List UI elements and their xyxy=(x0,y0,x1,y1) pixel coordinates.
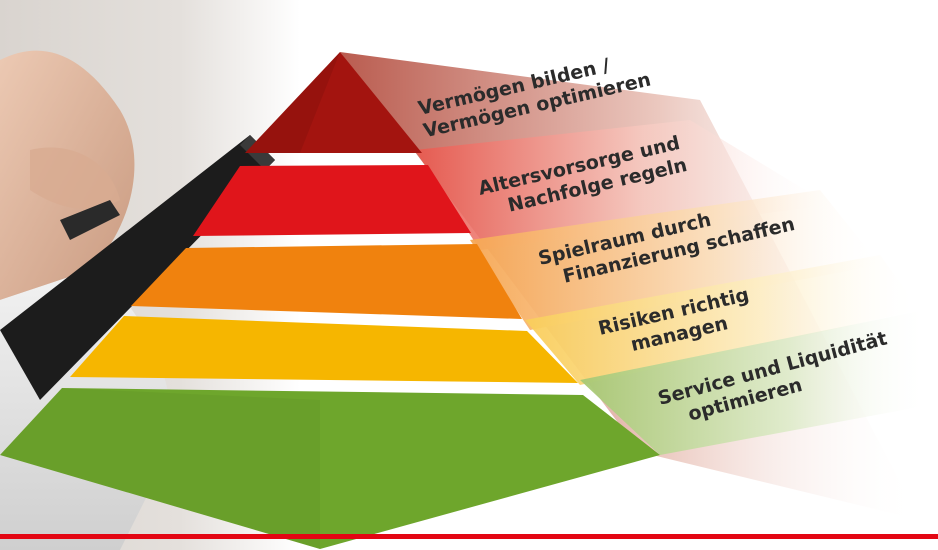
tablet-shape xyxy=(0,135,275,400)
pyramid-tier-5 xyxy=(0,388,660,549)
pyramid-tier-4 xyxy=(70,316,578,383)
bottom-red-rule xyxy=(0,534,938,539)
pyramid-tier-3 xyxy=(131,244,522,319)
pyramid-tier-2 xyxy=(193,165,471,236)
pen-shape xyxy=(60,200,120,240)
pyramid-tier-1 xyxy=(245,52,422,153)
